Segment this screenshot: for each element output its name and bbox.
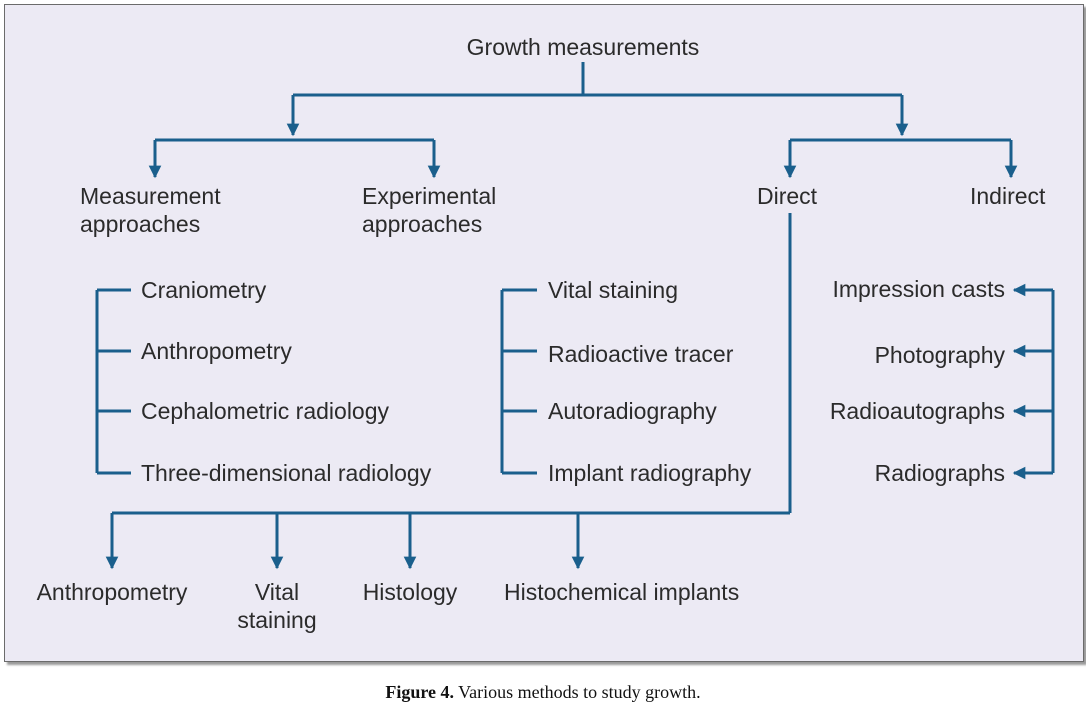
experimental-item: Implant radiography	[548, 460, 752, 486]
measurement-approaches-line1: Measurement	[80, 183, 221, 209]
figure-caption-text: Various methods to study growth.	[454, 682, 701, 702]
measurement-approaches-line2: approaches	[80, 211, 201, 237]
experimental-approaches-line2: approaches	[362, 211, 483, 237]
direct-item-vital-line2: staining	[237, 607, 317, 633]
measurement-item: Craniometry	[141, 277, 267, 303]
measurement-item: Three-dimensional radiology	[141, 460, 432, 486]
indirect-item: Photography	[874, 342, 1005, 368]
experimental-item: Radioactive tracer	[548, 341, 734, 367]
measurement-item: Cephalometric radiology	[141, 398, 390, 424]
indirect-item: Radiographs	[874, 460, 1005, 486]
indirect-item: Impression casts	[832, 276, 1005, 302]
diagram-frame	[4, 4, 1084, 662]
root-label: Growth measurements	[466, 34, 700, 60]
experimental-approaches-line1: Experimental	[362, 183, 497, 209]
direct-item-histochemical: Histochemical implants	[504, 579, 740, 605]
experimental-item: Vital staining	[548, 277, 678, 303]
direct-item-anthropometry: Anthropometry	[36, 579, 188, 605]
figure-caption: Figure 4. Various methods to study growt…	[0, 682, 1086, 703]
indirect-item: Radioautographs	[829, 398, 1005, 424]
experimental-item: Autoradiography	[548, 398, 717, 424]
direct-label: Direct	[757, 183, 818, 209]
measurement-item: Anthropometry	[141, 338, 292, 364]
direct-item-histology: Histology	[362, 579, 458, 605]
direct-item-vital-line1: Vital	[254, 579, 300, 605]
figure-caption-label: Figure 4.	[385, 682, 454, 702]
indirect-label: Indirect	[970, 183, 1046, 209]
